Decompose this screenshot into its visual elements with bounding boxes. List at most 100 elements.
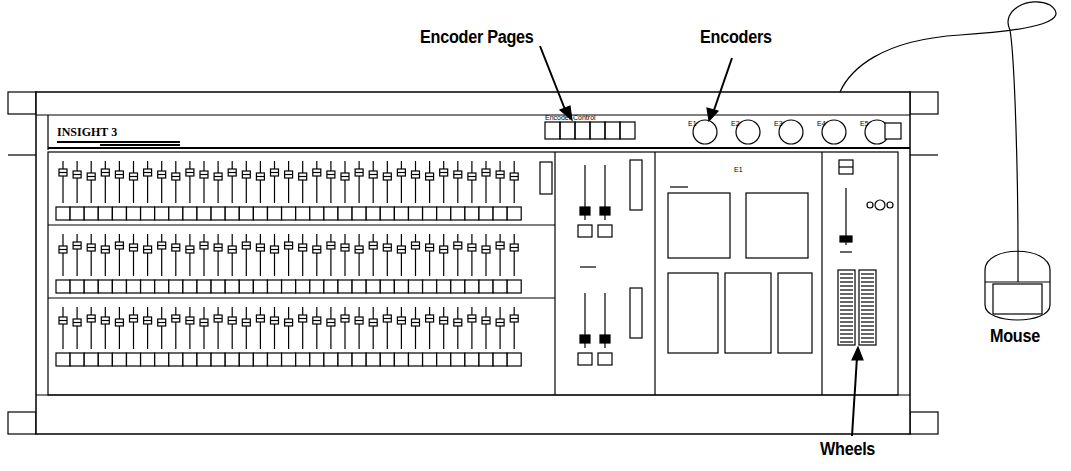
fader-knob-line [115,322,123,323]
fader-knob [355,246,363,253]
callout-label: Encoder Pages [420,28,534,46]
fader-knob [130,244,138,251]
fader-knob-line [369,322,377,323]
fader-button [141,280,155,293]
fader-knob-line [285,245,293,246]
fader-track [133,234,134,276]
fader-button [84,207,98,220]
fader-track [359,307,360,349]
wheel-ridge [840,305,853,306]
wheel-ridge [861,285,874,286]
fader-knob [172,244,180,251]
fader-track [203,307,204,349]
fader-knob-line [172,247,180,248]
fader-knob-line [496,174,504,175]
fader-knob-line [172,318,180,319]
fader-track [232,234,233,276]
wheel-ridge [840,301,853,302]
fader-knob-line [228,249,236,250]
fader-track [429,234,430,276]
fader-track [359,234,360,276]
fader-track [246,307,247,349]
fader-knob [468,315,476,322]
fader-knob-line [214,247,222,248]
page-button [590,122,605,139]
fader-knob [158,242,166,249]
fader-button [225,207,239,220]
fader-knob-line [299,247,307,248]
wheel-ridge [861,277,874,278]
fader-button [423,280,437,293]
fader-button [268,280,282,293]
fader-knob [327,242,335,249]
master-button [598,353,612,365]
fader-knob-line [186,320,194,321]
fader-knob-line [299,318,307,319]
fader-knob-line [383,176,391,177]
fader-track [105,307,106,349]
fader-button [380,280,394,293]
fader-button [507,280,521,293]
fader-track [218,161,219,203]
fader-button [282,207,296,220]
fader-track [105,161,106,203]
fader-button [98,353,112,366]
fader-button [352,207,366,220]
fader-knob [369,171,377,178]
fader-knob [496,171,504,178]
wheel-ridge [861,329,874,330]
fader-track [246,161,247,203]
fader-knob-line [383,247,391,248]
fader-knob [510,244,518,251]
fader-knob [87,244,95,251]
fader-knob-line [256,176,264,177]
fader-knob [299,244,307,251]
fader-knob [73,242,81,249]
fader-knob [101,246,109,253]
fader-track [189,161,190,203]
fader-knob [87,315,95,322]
fader-button [239,207,253,220]
master-knob [600,335,610,343]
fader-track [429,307,430,349]
fader-knob-line [355,172,363,173]
wheel-ridge [861,309,874,310]
wheel-ridge [840,285,853,286]
fader-button [451,207,465,220]
fader-track [373,234,374,276]
fader-knob-line [397,172,405,173]
fader-track [500,161,501,203]
fader-knob [87,173,95,180]
wheel-ridge [840,325,853,326]
fader-track [175,234,176,276]
wheel-ridge [840,277,853,278]
master-knob [580,207,590,215]
fader-track [485,307,486,349]
fader-knob [144,169,152,176]
fader-knob-line [440,172,448,173]
fader-button [465,280,479,293]
fader-knob [454,171,462,178]
fader-knob [285,171,293,178]
fader-knob [59,169,67,176]
fader-track [415,161,416,203]
fader-button [70,353,84,366]
fader-knob-line [228,172,236,173]
fader-knob [214,173,222,180]
fader-knob-line [73,174,81,175]
fader-knob [115,171,123,178]
fader-knob [313,246,321,253]
encoder-label: E5 [860,120,869,127]
fader-button [493,280,507,293]
wheel-ridge [840,309,853,310]
fader-knob [355,317,363,324]
callout-label: Mouse [990,327,1040,345]
fader-button [310,207,324,220]
fader-knob-line [130,247,138,248]
fader-button [183,280,197,293]
fader-knob-line [73,322,81,323]
fader-button [296,207,310,220]
fader-track [316,161,317,203]
wheel-ridge [861,297,874,298]
master-button [578,225,592,237]
